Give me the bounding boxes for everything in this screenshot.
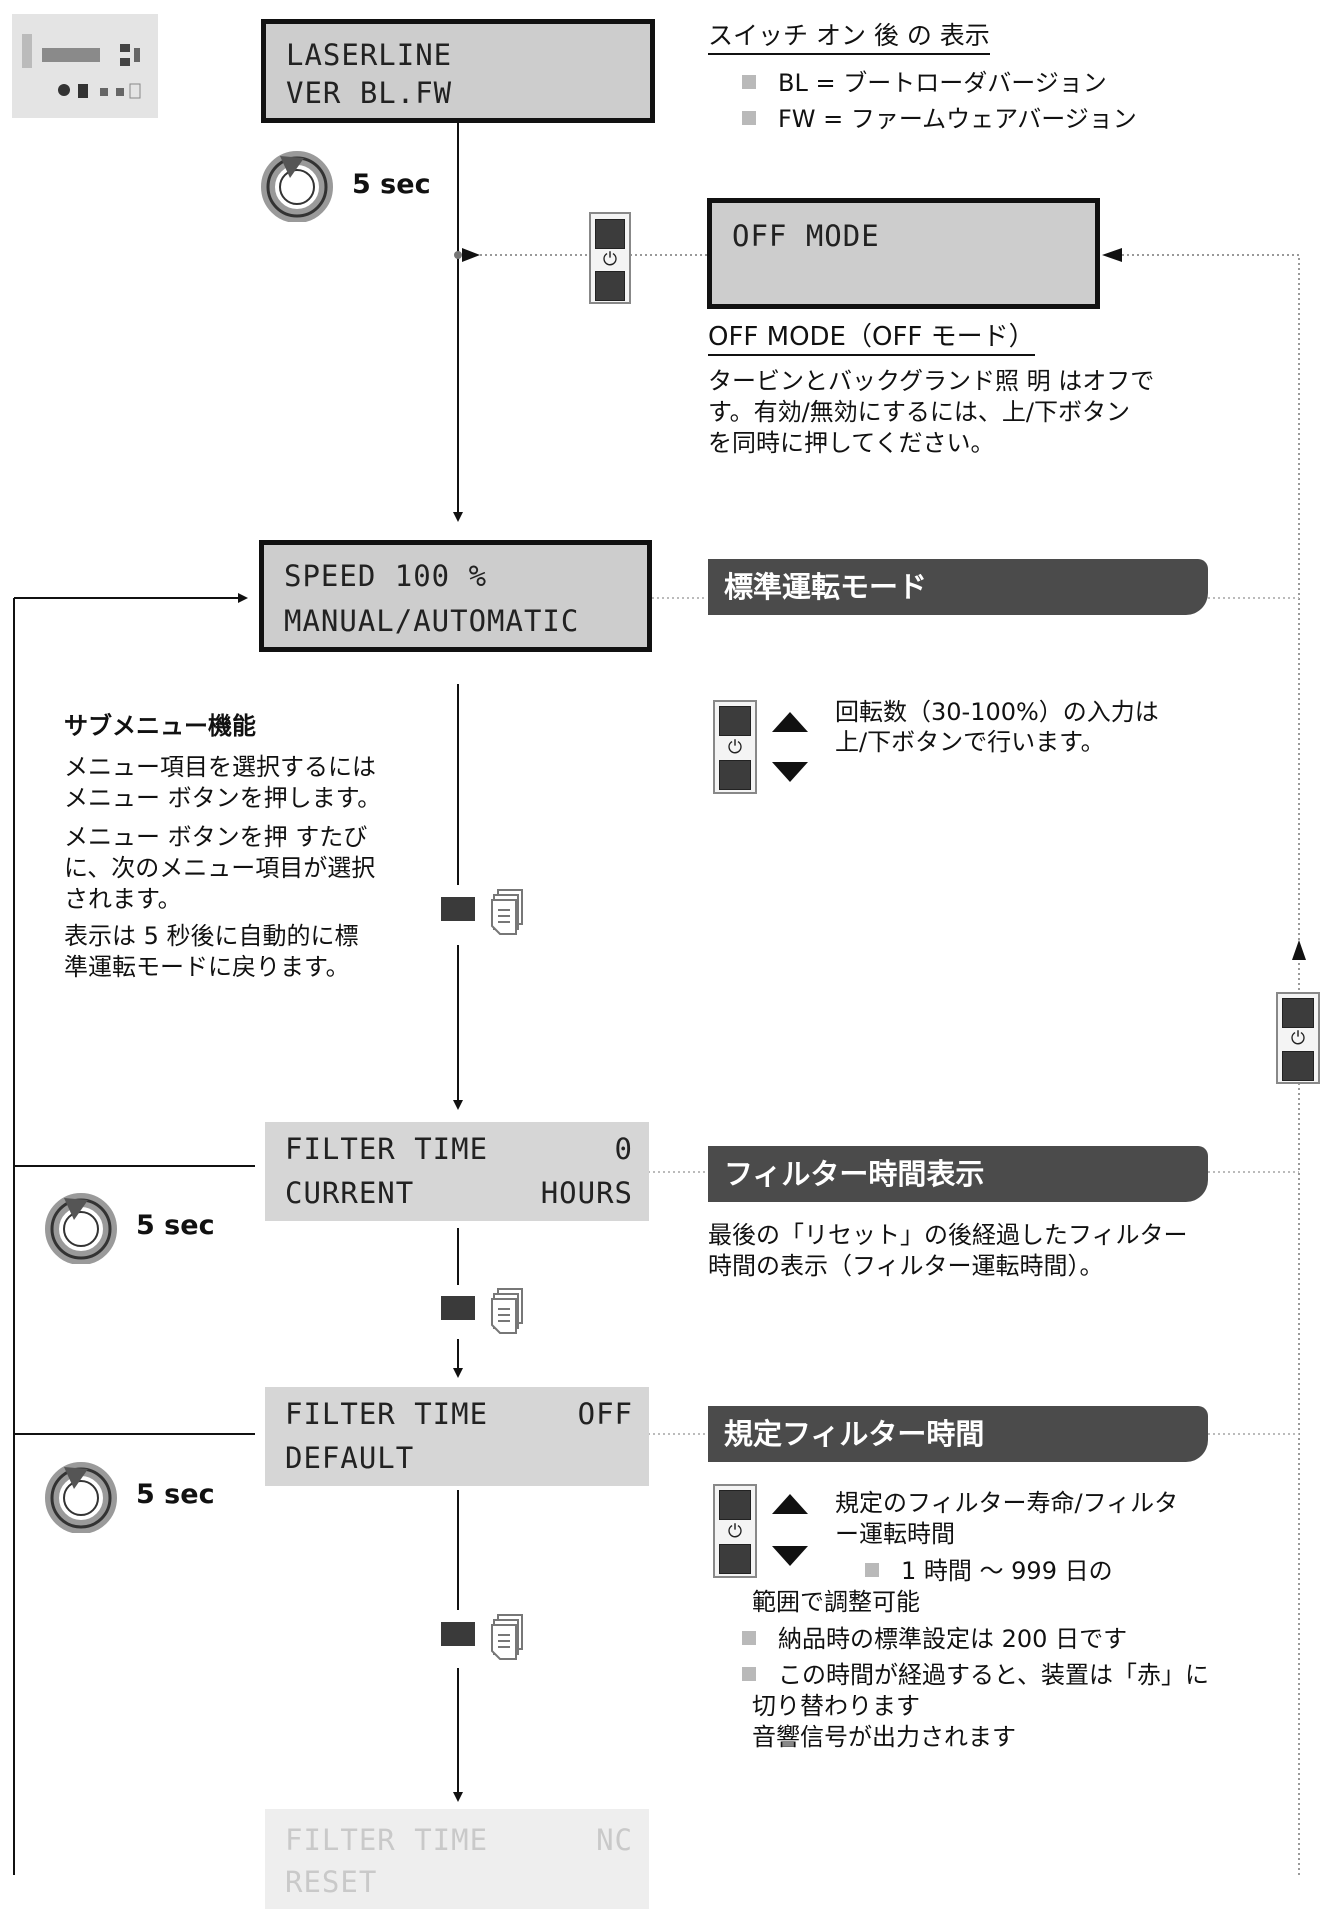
menu-key[interactable]	[441, 1622, 475, 1646]
filter-reset-lcd: FILTER TIME NC RESET	[265, 1809, 649, 1909]
normal-mode-desc-2: 上/下ボタンで行います。	[835, 728, 1105, 756]
filter-default-delay: 5 sec	[136, 1479, 215, 1510]
submenu-p3-line2: 準運転モードに戻ります。	[64, 953, 350, 981]
filter-default-bullet-3-cont2: 音響信号が出力されます	[752, 1723, 1016, 1751]
speed-button-panel[interactable]: ⏻	[713, 700, 757, 794]
submenu-p2-line1: メニュー ボタンを押 すたび	[64, 823, 368, 851]
startup-bullet-fw-text: FW = ファームウェアバージョン	[778, 105, 1137, 133]
startup-bullet-bl: BL = ブートローダバージョン	[742, 68, 1107, 99]
filter-default-l1-left: FILTER TIME	[285, 1397, 489, 1431]
filter-current-lcd: FILTER TIME 0 CURRENT HOURS	[265, 1122, 649, 1221]
filter-default-l2-left: DEFAULT	[285, 1441, 415, 1475]
down-key[interactable]	[595, 271, 625, 301]
cycle-timer-icon	[45, 1462, 117, 1533]
bullet-square-icon	[742, 1667, 756, 1681]
up-arrow-icon	[772, 1494, 808, 1514]
submenu-p2-line3: されます。	[64, 885, 182, 913]
startup-lcd: LASERLINE VER BL.FW	[261, 19, 655, 123]
menu-key[interactable]	[441, 897, 475, 921]
filter-default-bullet-3-text: この時間が経過すると、装置は「赤」に	[778, 1661, 1210, 1689]
device-thumbnail	[12, 14, 158, 118]
power-button-panel[interactable]: ⏻	[589, 212, 631, 304]
filter-current-desc-2: 時間の表示（フィルター運転時間）。	[708, 1252, 1104, 1280]
submenu-p1-line1: メニュー項目を選択するには	[64, 753, 376, 781]
filter-reset-l1-right: NC	[596, 1823, 633, 1857]
cycle-timer-icon	[261, 151, 333, 222]
off-mode-desc-2: す。有効/無効にするには、上/下ボタン	[708, 398, 1131, 426]
startup-lcd-line2: VER BL.FW	[286, 76, 453, 110]
menu-key[interactable]	[441, 1296, 475, 1320]
filter-current-l1-right: 0	[614, 1132, 633, 1166]
filter-default-bullet-1-cont: 範囲で調整可能	[752, 1588, 920, 1616]
normal-lcd-line2: MANUAL/AUTOMATIC	[284, 604, 580, 638]
up-key[interactable]	[595, 219, 625, 249]
off-mode-heading: OFF MODE（OFF モード）	[708, 322, 1035, 356]
normal-lcd-line1: SPEED 100 %	[284, 559, 488, 593]
submenu-title: サブメニュー機能	[64, 712, 256, 740]
down-arrow-icon	[772, 1546, 808, 1566]
down-key[interactable]	[719, 1544, 751, 1574]
filter-default-bullet-2: 納品時の標準設定は 200 日です	[742, 1624, 1127, 1655]
filter-default-bullet-3: この時間が経過すると、装置は「赤」に	[742, 1660, 1209, 1691]
up-arrow-icon	[772, 712, 808, 732]
off-mode-lcd: OFF MODE	[707, 198, 1100, 309]
filter-default-bullet-3-cont1: 切り替わります	[752, 1692, 920, 1720]
filter-default-bullet-1-text: 1 時間 ～ 999 日の	[901, 1557, 1113, 1585]
filter-current-l2-left: CURRENT	[285, 1176, 415, 1210]
down-arrow-icon	[772, 762, 808, 782]
normal-mode-desc-1: 回転数（30-100%）の入力は	[835, 698, 1159, 726]
filter-default-l1-right: OFF	[577, 1397, 633, 1431]
off-mode-desc-1: タービンとバックグランド照 明 はオフで	[708, 367, 1155, 395]
down-key[interactable]	[719, 760, 751, 790]
bullet-square-icon	[865, 1563, 879, 1577]
filter-current-delay: 5 sec	[136, 1210, 215, 1241]
normal-mode-banner: 標準運転モード	[708, 559, 1208, 615]
filter-default-button-panel[interactable]: ⏻	[713, 1484, 757, 1578]
filter-default-lcd: FILTER TIME OFF DEFAULT	[265, 1387, 649, 1486]
off-mode-lcd-line1: OFF MODE	[732, 219, 880, 253]
off-mode-desc-3: を同時に押してください。	[708, 429, 995, 457]
startup-delay: 5 sec	[352, 169, 431, 200]
submenu-p2-line2: に、次のメニュー項目が選択	[64, 854, 376, 882]
up-key[interactable]	[719, 706, 751, 736]
filter-default-desc-1: 規定のフィルター寿命/フィルタ	[835, 1489, 1179, 1517]
filter-default-banner: 規定フィルター時間	[708, 1406, 1208, 1462]
up-key[interactable]	[719, 1490, 751, 1520]
startup-bullet-fw: FW = ファームウェアバージョン	[742, 104, 1137, 135]
menu-document-icon	[491, 889, 523, 935]
filter-reset-l1-left: FILTER TIME	[285, 1823, 489, 1857]
power-icon: ⏻	[727, 737, 743, 758]
power-icon: ⏻	[727, 1521, 743, 1542]
bullet-square-icon	[742, 1631, 756, 1645]
bullet-square-icon	[742, 111, 756, 125]
power-icon: ⏻	[1290, 1028, 1306, 1049]
startup-bullet-bl-text: BL = ブートローダバージョン	[778, 69, 1107, 97]
menu-document-icon	[491, 1614, 523, 1660]
power-icon: ⏻	[602, 249, 618, 270]
filter-current-desc-1: 最後の「リセット」の後経過したフィルター	[708, 1221, 1188, 1249]
return-power-button-panel[interactable]: ⏻	[1276, 992, 1320, 1084]
normal-mode-lcd: SPEED 100 % MANUAL/AUTOMATIC	[259, 540, 652, 652]
bullet-square-icon	[742, 75, 756, 89]
submenu-p3-line1: 表示は 5 秒後に自動的に標	[64, 922, 359, 950]
filter-current-l1-left: FILTER TIME	[285, 1132, 489, 1166]
filter-default-desc-2: ー運転時間	[835, 1520, 955, 1548]
menu-document-icon	[491, 1288, 523, 1334]
submenu-p1-line2: メニュー ボタンを押します。	[64, 784, 382, 812]
filter-default-bullet-1: 1 時間 ～ 999 日の	[865, 1556, 1113, 1587]
filter-reset-l2-left: RESET	[285, 1865, 378, 1899]
filter-current-l2-right: HOURS	[540, 1176, 633, 1210]
up-key[interactable]	[1282, 998, 1314, 1028]
startup-note-title: スイッチ オン 後 の 表示	[708, 20, 990, 55]
down-key[interactable]	[1282, 1051, 1314, 1081]
filter-current-banner: フィルター時間表示	[708, 1146, 1208, 1202]
filter-default-bullet-2-text: 納品時の標準設定は 200 日です	[778, 1625, 1128, 1653]
startup-lcd-line1: LASERLINE	[286, 38, 453, 72]
cycle-timer-icon	[45, 1193, 117, 1264]
